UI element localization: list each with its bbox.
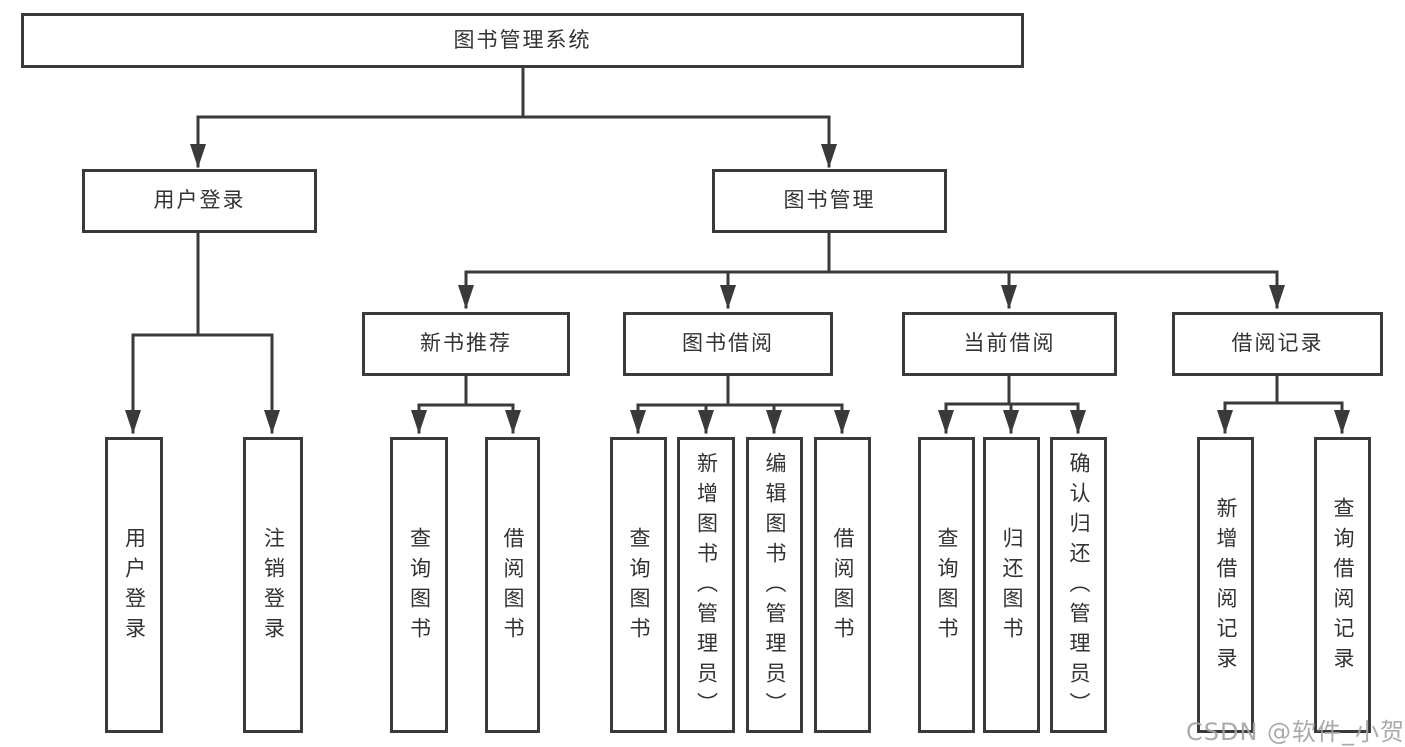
group-node-new-book-recommend: 新书推荐: [362, 312, 570, 376]
group-node-book-borrow: 图书借阅: [623, 312, 833, 376]
leaf-node-borrow-books: 借阅图书: [814, 437, 871, 733]
leaf-node-add-borrow-record: 新增借阅记录: [1197, 437, 1254, 733]
root-node-library-system: 图书管理系统: [21, 13, 1024, 68]
leaf-node-user-login: 用户登录: [105, 437, 163, 733]
leaf-node-edit-books-admin: 编辑图书（管理员）: [746, 437, 803, 733]
leaf-node-query-books-recommend: 查询图书: [390, 437, 448, 733]
group-node-borrow-record: 借阅记录: [1172, 312, 1383, 376]
leaf-node-return-books: 归还图书: [983, 437, 1040, 733]
csdn-watermark: CSDN @软件_小贺同学: [1186, 718, 1405, 746]
branch-node-book-management: 图书管理: [712, 169, 947, 233]
leaf-node-logout: 注销登录: [243, 437, 303, 733]
group-node-current-borrow: 当前借阅: [902, 312, 1117, 376]
leaf-node-query-books-current: 查询图书: [918, 437, 975, 733]
leaf-node-confirm-return-admin: 确认归还（管理员）: [1050, 437, 1107, 733]
branch-node-user-login: 用户登录: [82, 169, 317, 233]
leaf-node-add-books-admin: 新增图书（管理员）: [677, 437, 735, 733]
leaf-node-query-borrow-record: 查询借阅记录: [1314, 437, 1371, 733]
leaf-node-query-books-borrow: 查询图书: [610, 437, 667, 733]
leaf-node-borrow-books-recommend: 借阅图书: [485, 437, 540, 733]
